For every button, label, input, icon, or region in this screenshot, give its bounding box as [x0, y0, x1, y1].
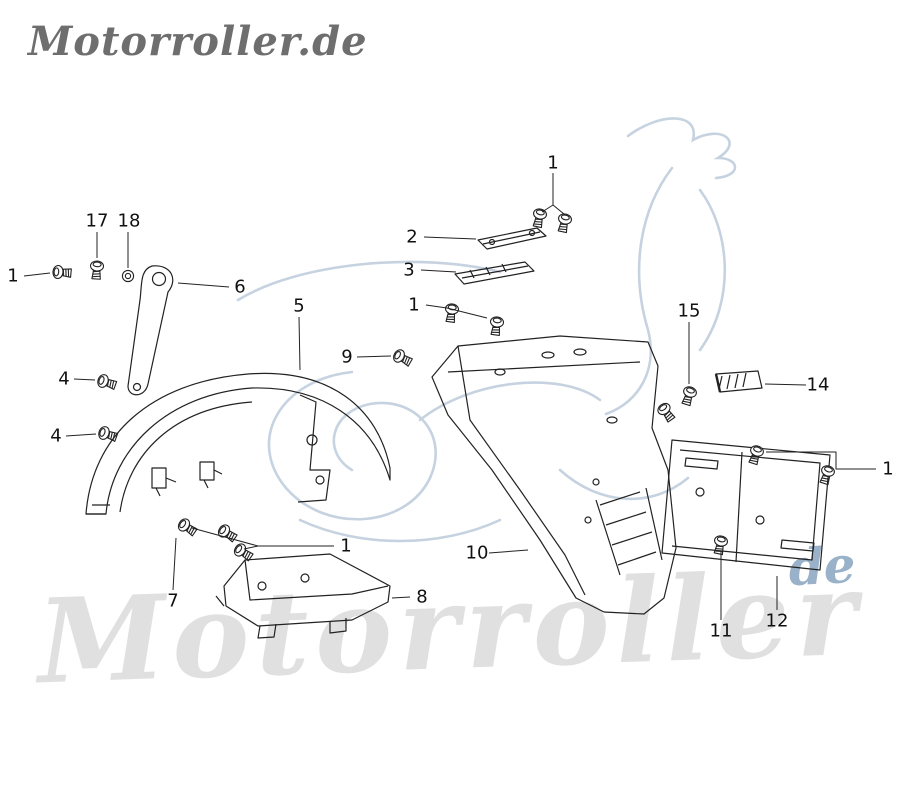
part-callout: 18 — [117, 210, 141, 232]
part-callout: 11 — [709, 620, 733, 642]
part-lower-bracket — [215, 553, 391, 639]
part-callout: 17 — [85, 210, 109, 232]
part-callout: 6 — [234, 276, 246, 298]
part-callout: 1 — [340, 535, 352, 557]
part-callout: 4 — [58, 368, 70, 390]
part-callout: 4 — [50, 425, 62, 447]
part-strip-bracket-upper — [477, 227, 547, 250]
part-callout: 7 — [167, 590, 179, 612]
scooter-sketch-watermark — [236, 117, 737, 543]
part-rear-fender — [431, 335, 677, 615]
part-support-arm — [127, 265, 174, 396]
shop-logo: Motorroller.de — [28, 18, 368, 65]
part-callout: 3 — [403, 259, 415, 281]
part-front-fender — [85, 372, 391, 515]
part-callout: 1 — [408, 294, 420, 316]
part-callout: 5 — [293, 295, 305, 317]
part-callout: 12 — [765, 610, 789, 632]
part-callout: 10 — [465, 542, 489, 564]
part-plate-bracket — [661, 439, 831, 571]
part-callout: 2 — [406, 226, 418, 248]
part-callout: 1 — [7, 265, 19, 287]
part-callout: 14 — [806, 374, 830, 396]
part-callout: 1 — [882, 458, 894, 480]
part-strip-bracket-lower — [454, 261, 535, 285]
leader-lines — [23, 173, 876, 620]
part-callout: 9 — [341, 346, 353, 368]
part-callout: 1 — [547, 152, 559, 174]
part-grommet — [714, 370, 763, 393]
part-callout: 15 — [677, 300, 701, 322]
part-callout: 8 — [416, 586, 428, 608]
